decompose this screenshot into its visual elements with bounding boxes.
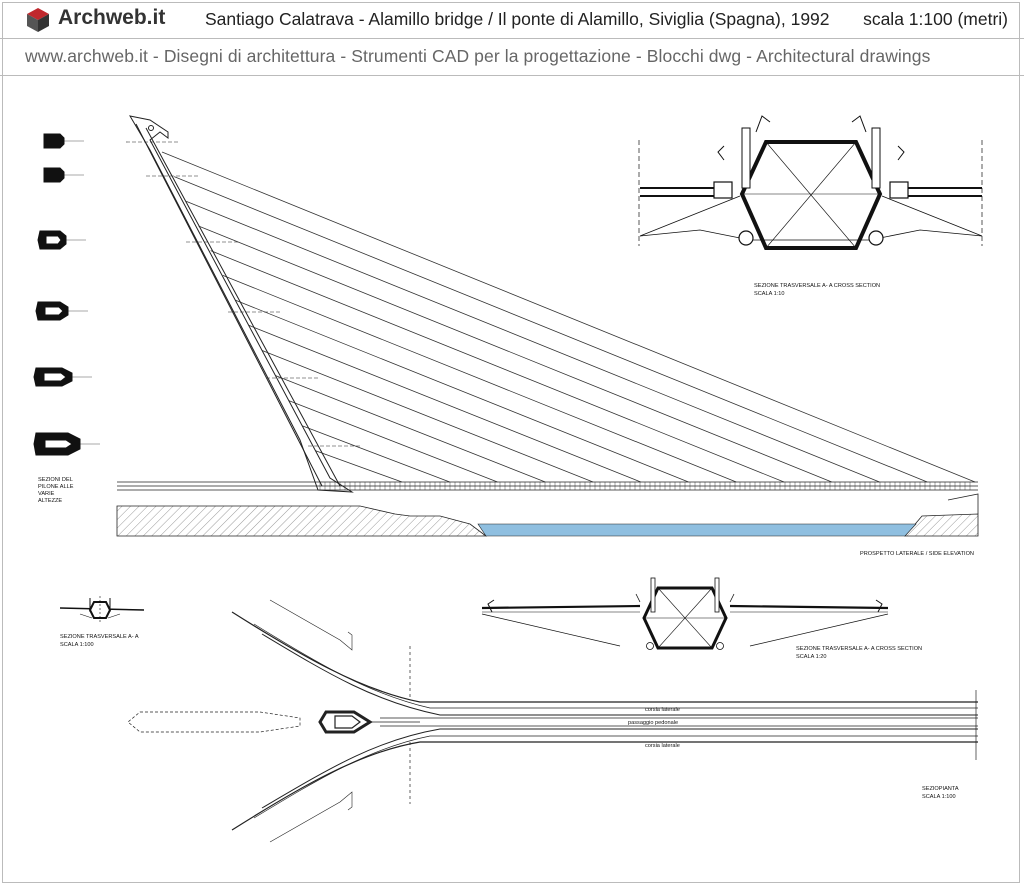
- pylon-sections: [33, 133, 100, 456]
- header-bar: Archweb.it Santiago Calatrava - Alamillo…: [0, 0, 1024, 39]
- stay-cables: [161, 151, 976, 483]
- plan-view: [127, 599, 978, 843]
- cross-section-1-caption: SEZIONE TRASVERSALE A- A CROSS SECTION: [754, 283, 880, 289]
- brand-name[interactable]: Archweb.it: [58, 6, 166, 29]
- stay-cable: [198, 225, 832, 483]
- pylon-sections-caption-4: ALTEZZE: [38, 498, 62, 504]
- page-title: Santiago Calatrava - Alamillo bridge / I…: [205, 9, 830, 29]
- small-section-scale: SCALA 1:100: [60, 642, 94, 648]
- stay-cable: [174, 176, 928, 483]
- stay-cable: [210, 250, 785, 483]
- ground: [116, 493, 979, 537]
- cross-section-2-scale: SCALA 1:20: [796, 654, 826, 660]
- stay-cable: [283, 398, 498, 483]
- stay-cable: [307, 447, 403, 483]
- plan-scale: SCALA 1:100: [922, 794, 956, 800]
- stay-cable: [186, 200, 880, 483]
- pylon-sections-caption-3: VARIE: [38, 491, 55, 497]
- lane-label-bottom: corsia laterale: [645, 743, 680, 749]
- plan-caption: SEZIOPIANTA: [922, 786, 959, 792]
- cross-section-2-caption: SEZIONE TRASVERSALE A- A CROSS SECTION: [796, 646, 922, 652]
- cross-section-2: [481, 577, 889, 650]
- side-elevation-caption: PROSPETTO LATERALE / SIDE ELEVATION: [860, 551, 974, 557]
- pylon-sections-caption-2: PILONE ALLE: [38, 484, 74, 490]
- subheader-text: www.archweb.it - Disegni di architettura…: [25, 46, 931, 66]
- cross-section-1: [638, 115, 983, 250]
- stay-cable: [222, 274, 737, 483]
- stay-cable: [247, 324, 641, 483]
- stay-cable: [271, 373, 546, 483]
- lane-label-middle: passaggio pedonale: [628, 720, 678, 726]
- pylon-sections-caption-1: SEZIONI DEL: [38, 477, 73, 483]
- river-water: [477, 523, 917, 537]
- stay-cable: [295, 422, 450, 483]
- cross-section-1-scale: SCALA 1:10: [754, 291, 784, 297]
- lane-label-top: corsia laterale: [645, 707, 680, 713]
- small-cross-section: [59, 596, 145, 622]
- archweb-logo-icon: [27, 8, 49, 32]
- scale-label: scala 1:100 (metri): [863, 9, 1008, 29]
- pylon: [129, 115, 354, 493]
- stay-cable: [234, 299, 689, 483]
- side-elevation: [116, 115, 979, 537]
- small-section-caption: SEZIONE TRASVERSALE A- A: [60, 634, 139, 640]
- stay-cable: [259, 348, 594, 483]
- subheader-bar: www.archweb.it - Disegni di architettura…: [0, 39, 1024, 76]
- stay-cable: [161, 151, 976, 483]
- deck: [117, 481, 978, 491]
